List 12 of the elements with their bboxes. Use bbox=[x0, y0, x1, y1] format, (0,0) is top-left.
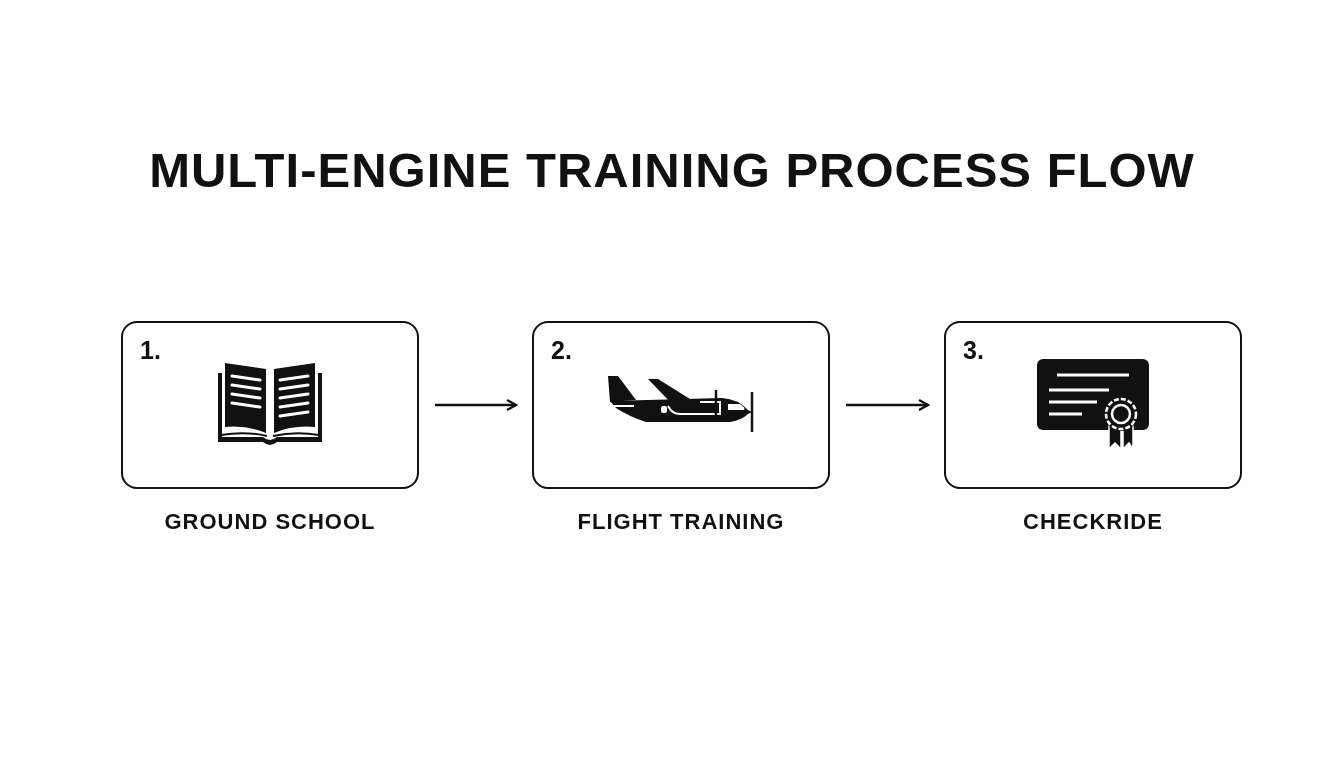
step-number: 2. bbox=[551, 335, 572, 365]
arrow bbox=[846, 398, 930, 412]
process-box bbox=[944, 321, 1242, 489]
diagram-title: MULTI-ENGINE TRAINING PROCESS FLOW bbox=[149, 142, 1195, 199]
arrow bbox=[435, 398, 518, 412]
step-label: GROUND SCHOOL bbox=[164, 508, 376, 536]
process-box bbox=[121, 321, 419, 489]
step-label: FLIGHT TRAINING bbox=[577, 508, 785, 536]
step-number: 3. bbox=[963, 335, 984, 365]
step-label: CHECKRIDE bbox=[1023, 508, 1163, 536]
process-box bbox=[532, 321, 830, 489]
step-number: 1. bbox=[140, 335, 161, 365]
